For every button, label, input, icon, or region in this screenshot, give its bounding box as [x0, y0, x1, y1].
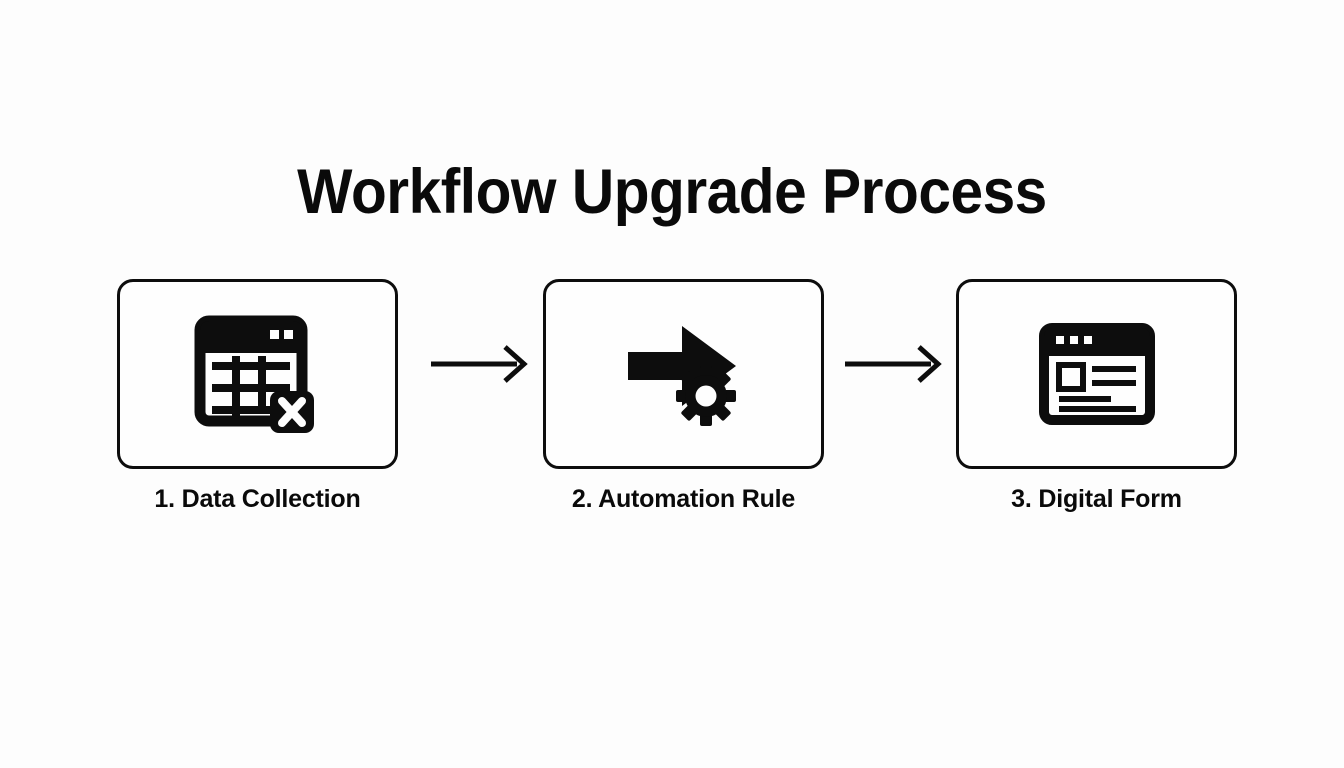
flow-step-3[interactable]: 3. Digital Form	[956, 279, 1237, 514]
step-box-1[interactable]	[117, 279, 398, 469]
flow-step-1[interactable]: 1. Data Collection	[117, 279, 398, 514]
arrow-right-icon-1	[429, 341, 535, 387]
step-label-3: 3. Digital Form	[1011, 485, 1182, 513]
page-title: Workflow Upgrade Process	[297, 157, 1047, 228]
step-box-2[interactable]	[543, 279, 824, 469]
web-form-icon	[1038, 322, 1156, 426]
flow-step-2[interactable]: 2. Automation Rule	[543, 279, 824, 514]
step-label-2: 2. Automation Rule	[571, 485, 796, 513]
step-label-1: 1. Data Collection	[154, 485, 361, 513]
spreadsheet-error-icon	[194, 315, 322, 433]
workflow-flow: 1. Data Collection	[117, 279, 1237, 524]
step-box-3[interactable]	[956, 279, 1237, 469]
arrow-gear-icon	[624, 318, 744, 430]
arrow-right-icon-2	[843, 341, 949, 387]
